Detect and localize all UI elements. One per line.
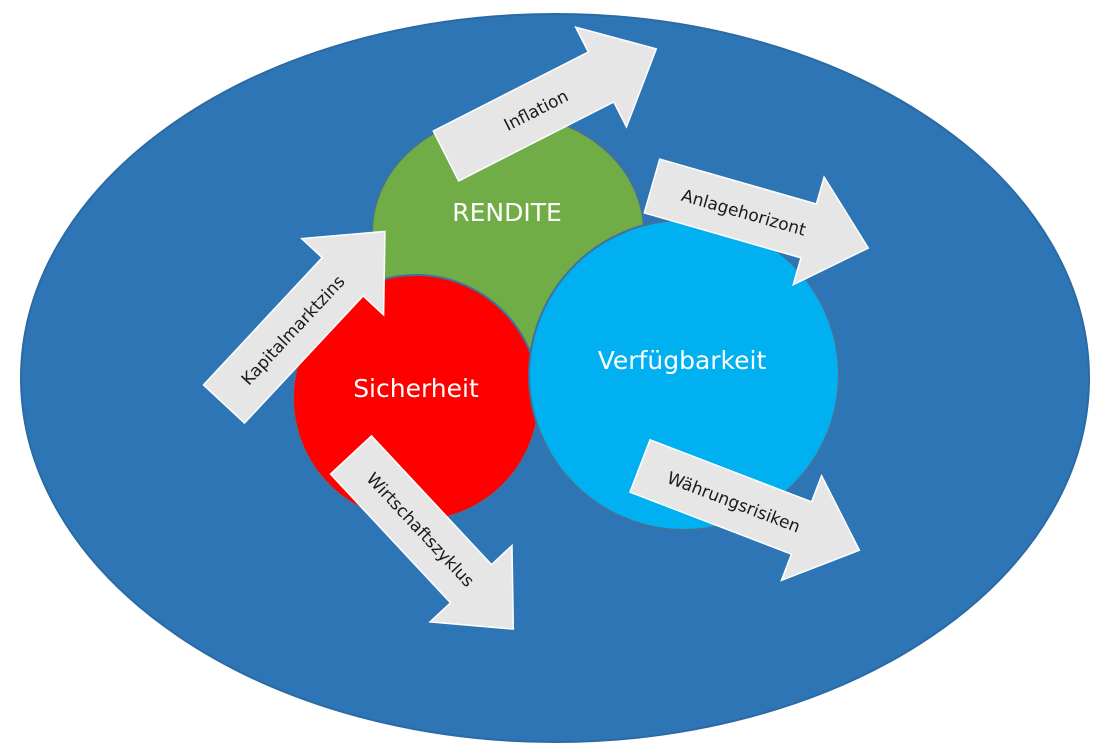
- inflation-arrow: Inflation: [432, 25, 658, 182]
- rendite-label: RENDITE: [452, 198, 562, 227]
- sicherheit-label: Sicherheit: [353, 374, 479, 403]
- arrow-shape: [329, 434, 515, 630]
- arrow-shape: [628, 438, 861, 582]
- arrow-shape: [643, 158, 870, 287]
- arrow-shape: [202, 230, 386, 425]
- anlagehorizont-arrow: Anlagehorizont: [643, 158, 870, 287]
- verfuegbarkeit-label: Verfügbarkeit: [598, 346, 767, 375]
- arrow-shape: [432, 25, 658, 182]
